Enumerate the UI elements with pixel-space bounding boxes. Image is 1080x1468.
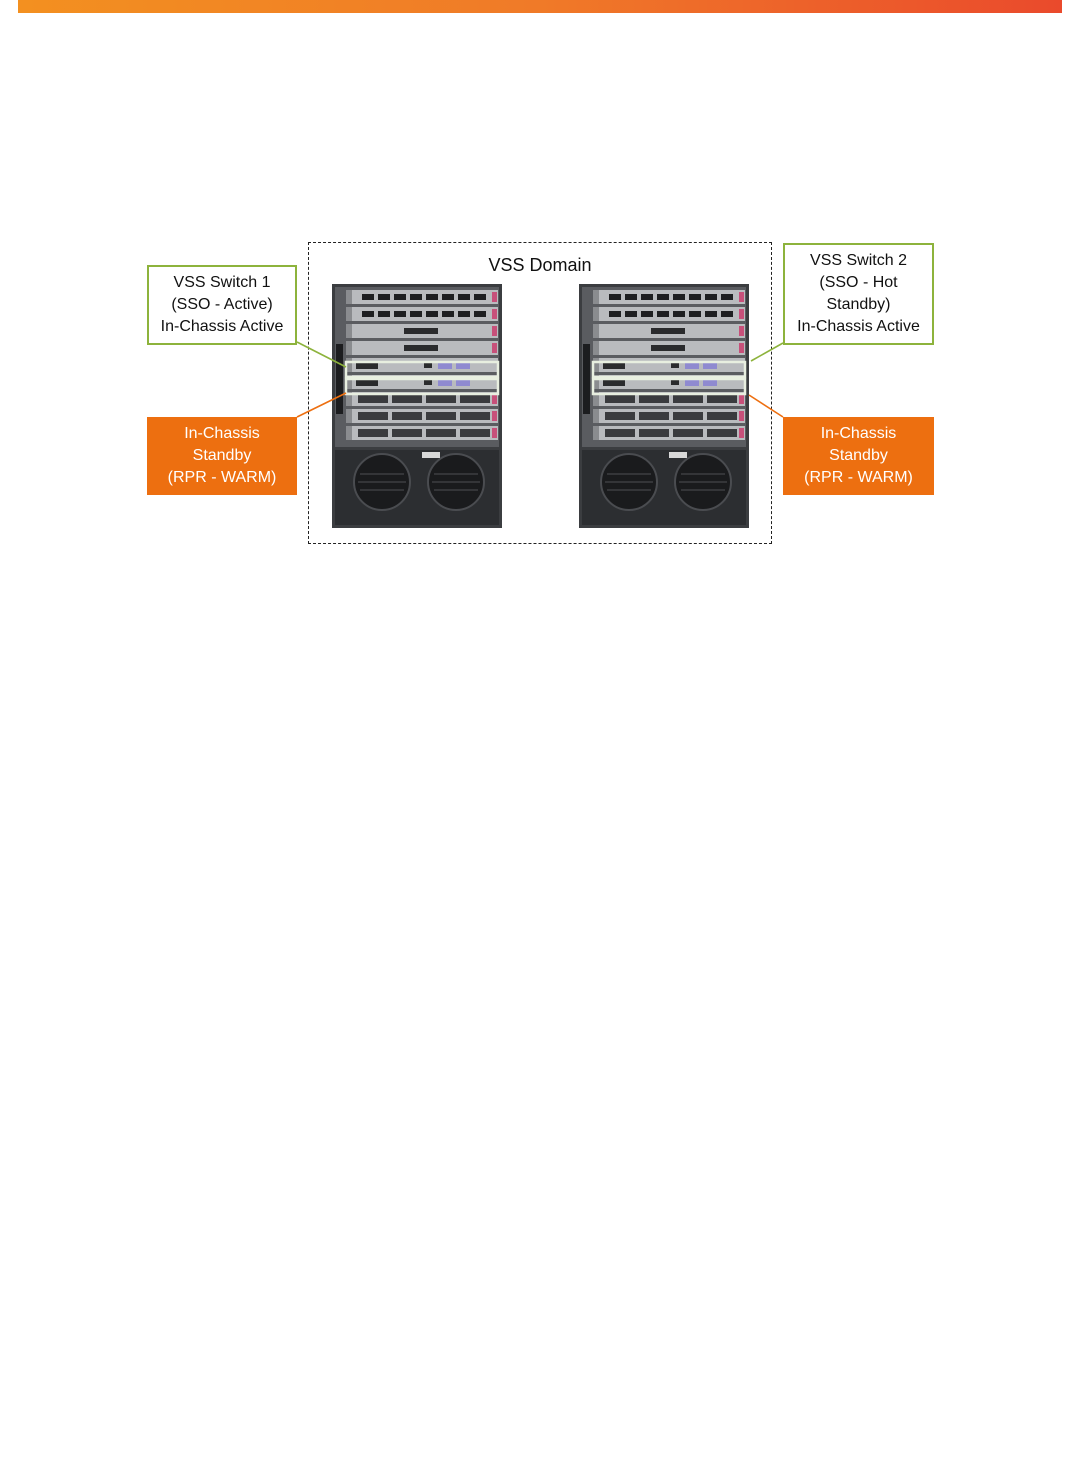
standby1-line-3: (RPR - WARM) (167, 469, 277, 486)
switch2-connector (750, 342, 784, 362)
switch1-chassis-image (332, 284, 502, 528)
standby2-line-1: In-Chassis (820, 425, 897, 442)
vss-domain-box: VSS Domain (308, 242, 772, 544)
standby2-connector (748, 394, 784, 418)
switch2-line-3: Standby) (826, 296, 891, 313)
standby1-connector (296, 392, 347, 418)
switch2-chassis-image (579, 284, 749, 528)
switch1-connector (296, 341, 347, 368)
standby1-callout: In-Chassis Standby (RPR - WARM) (147, 417, 297, 495)
standby1-line-2: Standby (192, 447, 252, 464)
standby2-line-3: (RPR - WARM) (804, 469, 913, 486)
switch1-callout: VSS Switch 1 (SSO - Active) In-Chassis A… (147, 265, 297, 345)
switch1-line-2: (SSO - Active) (171, 296, 273, 313)
switch2-line-1: VSS Switch 2 (810, 252, 907, 269)
switch1-line-3: In-Chassis Active (160, 318, 284, 335)
switch2-callout: VSS Switch 2 (SSO - Hot Standby) In-Chas… (783, 243, 934, 345)
standby2-callout: In-Chassis Standby (RPR - WARM) (783, 417, 934, 495)
switch1-line-1: VSS Switch 1 (173, 274, 271, 291)
standby1-line-1: In-Chassis (184, 425, 260, 442)
standby2-line-2: Standby (829, 447, 888, 464)
switch2-line-4: In-Chassis Active (797, 318, 920, 335)
header-accent-bar (18, 0, 1062, 13)
vss-domain-label: VSS Domain (488, 255, 592, 275)
switch2-line-2: (SSO - Hot (819, 274, 898, 291)
